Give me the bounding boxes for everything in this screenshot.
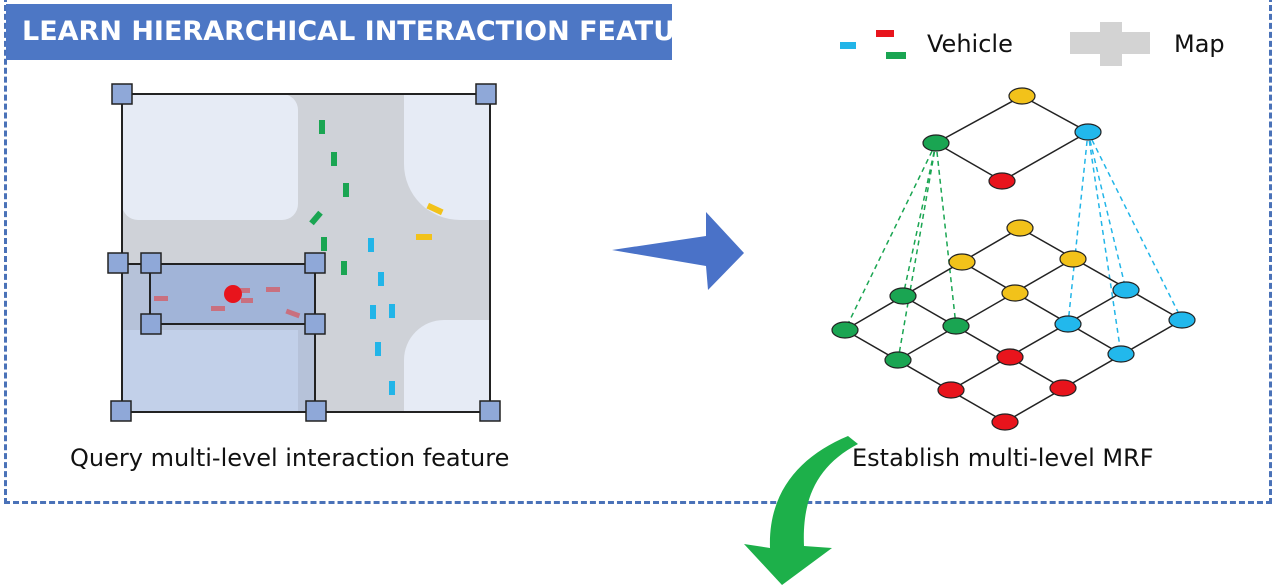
- selection-handles[interactable]: [107, 83, 501, 422]
- legend-vehicle-label: Vehicle: [927, 30, 1013, 58]
- dashed-frame: [4, 0, 1272, 504]
- mrf-caption: Establish multi-level MRF: [852, 444, 1154, 472]
- yellow-vehicles: [416, 202, 444, 240]
- mrf-node: [1059, 250, 1087, 268]
- mrf-node: [1049, 379, 1077, 397]
- mrf-node: [884, 351, 912, 369]
- mrf-node: [942, 317, 970, 335]
- mrf-node: [1054, 315, 1082, 333]
- green-vehicles: [309, 120, 349, 275]
- mrf-node: [1074, 123, 1102, 141]
- legend-map-label: Map: [1174, 30, 1225, 58]
- mrf-node: [988, 172, 1016, 190]
- mrf-node: [996, 348, 1024, 366]
- red-vehicles: [154, 287, 301, 319]
- right-arrow-icon: [612, 212, 744, 290]
- mrf-node: [1168, 311, 1196, 329]
- mrf-nodes: [831, 87, 1196, 431]
- query-center-point: [224, 285, 242, 303]
- legend-map-icon: [1070, 22, 1150, 66]
- mrf-node: [831, 321, 859, 339]
- mrf-node: [991, 413, 1019, 431]
- section-title: LEARN HIERARCHICAL INTERACTION FEATURE: [6, 4, 714, 60]
- mrf-node: [1008, 87, 1036, 105]
- legend-vehicle-icon: [840, 30, 906, 59]
- mrf-node: [937, 381, 965, 399]
- mrf-node: [889, 287, 917, 305]
- query-caption: Query multi-level interaction feature: [70, 444, 510, 472]
- mrf-node: [1006, 219, 1034, 237]
- mrf-node: [1001, 284, 1029, 302]
- down-arrow-icon: [744, 436, 858, 585]
- blue-vehicles: [368, 238, 395, 395]
- mrf-node: [1107, 345, 1135, 363]
- mrf-node: [948, 253, 976, 271]
- mrf-node: [1112, 281, 1140, 299]
- mrf-top-layer: [844, 95, 1183, 361]
- mrf-node: [922, 134, 950, 152]
- mrf-grid-edges: [844, 227, 1183, 423]
